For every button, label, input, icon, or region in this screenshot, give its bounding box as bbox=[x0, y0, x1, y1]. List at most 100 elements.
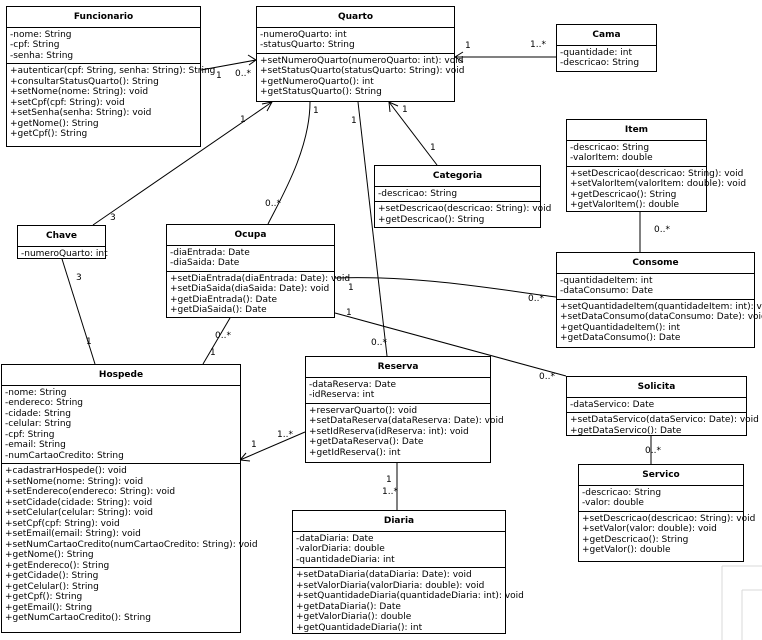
member-line: +getQuantidadeDiaria(): int bbox=[296, 622, 423, 633]
member-line: +autenticar(cpf: String, senha: String):… bbox=[10, 66, 216, 76]
member-line: +setNome(nome: String): void bbox=[5, 476, 144, 487]
member-line: -numeroQuarto: int bbox=[260, 29, 347, 40]
member-line: -senha: String bbox=[10, 50, 74, 61]
member-line: +setValor(valor: double): void bbox=[582, 524, 717, 534]
member-line: +setStatusQuarto(statusQuarto: String): … bbox=[260, 66, 465, 76]
member-line: +setDataDiaria(dataDiaria: Date): void bbox=[296, 570, 472, 580]
member-line: +setCpf(cpf: String): void bbox=[10, 97, 125, 108]
member-line: -quantidadeItem: int bbox=[560, 275, 653, 286]
member-line: +getNumeroQuarto(): int bbox=[260, 76, 374, 87]
member-line: +getDataConsumo(): Date bbox=[560, 333, 681, 343]
assoc-ocupa-consome bbox=[334, 277, 557, 298]
methods-section: +setDescricao(descricao: String): void+s… bbox=[567, 165, 746, 213]
member-line: +setCidade(cidade: String): void bbox=[5, 497, 153, 508]
member-line: +setEmail(email: String): void bbox=[5, 529, 141, 539]
member-line: -numeroQuarto: int bbox=[21, 248, 108, 259]
member-line: -nome: String bbox=[10, 29, 72, 40]
methods-section: +autenticar(cpf: String, senha: String):… bbox=[7, 63, 216, 142]
multiplicity-label: 1 bbox=[210, 348, 216, 358]
member-line: -endereco: String bbox=[5, 398, 83, 408]
multiplicity-label: 1..* bbox=[277, 430, 293, 440]
member-line: -dataDiaria: Date bbox=[296, 533, 374, 544]
class-categoria[interactable]: Categoria -descricao: String +setDescric… bbox=[374, 165, 552, 228]
class-item[interactable]: Item -descricao: String-valorItem: doubl… bbox=[566, 119, 746, 213]
class-quarto[interactable]: Quarto -numeroQuarto: int-statusQuarto: … bbox=[256, 6, 465, 102]
member-line: +cadastrarHospede(): void bbox=[5, 466, 127, 476]
assoc-categoria-quarto bbox=[388, 101, 438, 166]
attributes-section: -nome: String-cpf: String-senha: String bbox=[7, 28, 200, 64]
methods-section: +setQuantidadeItem(quantidadeItem: int):… bbox=[557, 298, 762, 346]
member-line: +setDataServico(dataServico: Date): void bbox=[570, 415, 759, 425]
member-line: -descricao: String bbox=[378, 188, 458, 199]
multiplicity-label: 1 bbox=[251, 440, 257, 450]
member-line: -nome: String bbox=[5, 387, 67, 398]
multiplicity-label: 1 bbox=[216, 71, 222, 81]
assoc-quarto-ocupa bbox=[267, 101, 311, 225]
class-funcionario[interactable]: Funcionario -nome: String-cpf: String-se… bbox=[6, 6, 216, 147]
member-line: +setNumeroQuarto(numeroQuarto: int): voi… bbox=[260, 55, 464, 66]
methods-section: +reservarQuarto(): void+setDataReserva(d… bbox=[306, 402, 504, 461]
member-line: +getCpf(): String bbox=[10, 129, 88, 139]
class-servico[interactable]: Servico -descricao: String-valor: double… bbox=[578, 464, 755, 562]
member-line: +setDataReserva(dataReserva: Date): void bbox=[309, 416, 504, 426]
member-line: +getDataServico(): Date bbox=[570, 425, 682, 436]
member-line: +getEndereco(): String bbox=[5, 560, 110, 571]
member-line: +setDescricao(descricao: String): void bbox=[378, 204, 552, 214]
multiplicity-label: 1 bbox=[465, 41, 471, 51]
member-line: +getDescricao(): String bbox=[582, 534, 689, 545]
multiplicity-label: 1 bbox=[351, 116, 357, 126]
attributes-section: -nome: String-endereco: String-cidade: S… bbox=[2, 386, 240, 464]
member-line: +getDiaSaida(): Date bbox=[170, 305, 267, 315]
class-name: Funcionario bbox=[7, 7, 200, 28]
attributes-section: -dataServico: Date bbox=[567, 398, 746, 413]
multiplicity-label: 1..* bbox=[382, 487, 398, 497]
class-cama[interactable]: Cama -quantidade: int-descricao: String bbox=[556, 24, 657, 72]
class-chave[interactable]: Chave -numeroQuarto: int bbox=[17, 225, 108, 259]
member-line: +setNome(nome: String): void bbox=[10, 87, 149, 97]
class-name: Servico bbox=[579, 465, 743, 486]
attributes-section: -diaEntrada: Date-diaSaida: Date bbox=[167, 246, 334, 271]
attributes-section: -dataReserva: Date-idReserva: int bbox=[306, 378, 490, 403]
class-name: Categoria bbox=[375, 166, 540, 187]
methods-section: +setDiaEntrada(diaEntrada: Date): void+s… bbox=[167, 270, 351, 318]
member-line: +setEndereco(endereco: String): void bbox=[5, 487, 176, 497]
member-line: +getQuantidadeItem(): int bbox=[560, 322, 680, 333]
class-reserva[interactable]: Reserva -dataReserva: Date-idReserva: in… bbox=[305, 356, 504, 463]
member-line: +getDescricao(): String bbox=[378, 214, 485, 225]
member-line: -cpf: String bbox=[5, 429, 55, 440]
multiplicity-label: 0..* bbox=[215, 331, 231, 341]
member-line: -valorItem: double bbox=[570, 153, 653, 163]
member-line: -quantidade: int bbox=[560, 47, 633, 58]
class-ocupa[interactable]: Ocupa -diaEntrada: Date-diaSaida: Date +… bbox=[166, 224, 351, 318]
member-line: +setQuantidadeItem(quantidadeItem: int):… bbox=[560, 301, 762, 312]
multiplicity-label: 0..* bbox=[539, 372, 555, 382]
member-line: +setCpf(cpf: String): void bbox=[5, 518, 120, 529]
class-diaria[interactable]: Diaria -dataDiaria: Date-valorDiaria: do… bbox=[292, 510, 524, 634]
member-line: +getEmail(): String bbox=[5, 602, 93, 613]
member-line: +setIdReserva(idReserva: int): void bbox=[309, 426, 469, 437]
member-line: +setDiaEntrada(diaEntrada: Date): void bbox=[170, 273, 351, 284]
class-consome[interactable]: Consome -quantidadeItem: int-dataConsumo… bbox=[556, 252, 762, 348]
attributes-section: -descricao: String bbox=[375, 187, 540, 202]
class-name: Item bbox=[567, 120, 706, 141]
member-line: +getStatusQuarto(): String bbox=[260, 87, 382, 97]
member-line: -numCartaoCredito: String bbox=[5, 450, 124, 461]
member-line: -diaEntrada: Date bbox=[170, 247, 250, 258]
arrowhead-hospede-reserva bbox=[238, 452, 251, 462]
class-hospede[interactable]: Hospede -nome: String-endereco: String-c… bbox=[1, 364, 258, 633]
member-line: -valorDiaria: double bbox=[296, 544, 385, 554]
multiplicity-label: 1 bbox=[240, 115, 246, 125]
member-line: -email: String bbox=[5, 440, 66, 450]
member-line: +getDiaEntrada(): Date bbox=[170, 294, 278, 305]
member-line: +getNome(): String bbox=[5, 550, 94, 560]
assoc-ocupa-solicita bbox=[334, 312, 567, 377]
member-line: -dataReserva: Date bbox=[309, 379, 397, 390]
class-solicita[interactable]: Solicita -dataServico: Date +setDataServ… bbox=[566, 376, 759, 436]
member-line: +getIdReserva(): int bbox=[309, 447, 401, 458]
multiplicity-label: 1 bbox=[313, 106, 319, 116]
multiplicity-label: 0..* bbox=[645, 446, 661, 456]
assoc-reserva-hospede bbox=[239, 431, 306, 461]
member-line: +setCelular(celular: String): void bbox=[5, 508, 153, 518]
